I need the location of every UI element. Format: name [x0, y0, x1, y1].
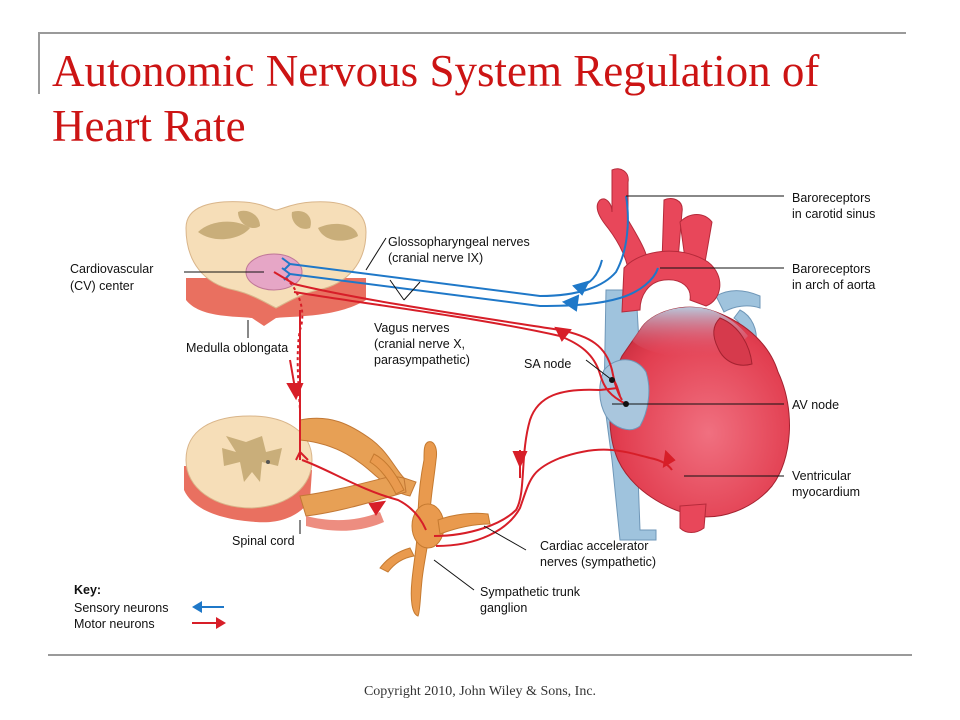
label-baro-carotid-line2: in carotid sinus [792, 207, 875, 221]
key-legend: Key: Sensory neurons Motor neurons [74, 583, 226, 631]
key-sensory-arrow-icon [192, 601, 224, 613]
spinal-nerve-roots [299, 417, 417, 531]
label-spinal-cord: Spinal cord [232, 534, 295, 548]
frame-top-line [38, 32, 906, 34]
key-motor-label: Motor neurons [74, 617, 155, 631]
label-baro-aorta-line1: Baroreceptors [792, 262, 871, 276]
label-baro-aorta-line2: in arch of aorta [792, 278, 875, 292]
av-node-marker [623, 401, 629, 407]
label-vagus-line1: Vagus nerves [374, 321, 450, 335]
label-cardiac-accel-line2: nerves (sympathetic) [540, 555, 656, 569]
label-baro-carotid-line1: Baroreceptors [792, 191, 871, 205]
label-sa-node: SA node [524, 357, 571, 371]
key-motor-arrow-icon [192, 617, 226, 629]
key-sensory-label: Sensory neurons [74, 601, 169, 615]
label-symp-trunk-line1: Sympathetic trunk [480, 585, 581, 599]
label-cardiac-accel-line1: Cardiac accelerator [540, 539, 648, 553]
label-medulla: Medulla oblongata [186, 341, 288, 355]
frame-left-line [38, 32, 40, 94]
label-av-node: AV node [792, 398, 839, 412]
sympathetic-trunk-ganglion [369, 441, 491, 617]
label-cv-center-line2: (CV) center [70, 279, 134, 293]
label-glossopharyngeal-line1: Glossopharyngeal nerves [388, 235, 530, 249]
label-ventricular-line1: Ventricular [792, 469, 851, 483]
slide-title: Autonomic Nervous System Regulation of H… [52, 46, 820, 151]
heart [596, 168, 790, 541]
label-vagus-line2: (cranial nerve X, [374, 337, 465, 351]
spinal-cord [184, 415, 313, 523]
label-vagus-line3: parasympathetic) [374, 353, 470, 367]
medulla-oblongata [185, 201, 367, 326]
label-symp-trunk-line2: ganglion [480, 601, 527, 615]
label-ventricular-line2: myocardium [792, 485, 860, 499]
label-cv-center-line1: Cardiovascular [70, 262, 153, 276]
label-glossopharyngeal-line2: (cranial nerve IX) [388, 251, 483, 265]
sensory-neuron-paths [281, 195, 659, 312]
frame-bottom-line [48, 654, 912, 656]
sa-node-marker [609, 377, 615, 383]
leader-lines [184, 195, 784, 591]
copyright-notice: Copyright 2010, John Wiley & Sons, Inc. [363, 684, 597, 699]
key-title: Key: [74, 583, 101, 597]
